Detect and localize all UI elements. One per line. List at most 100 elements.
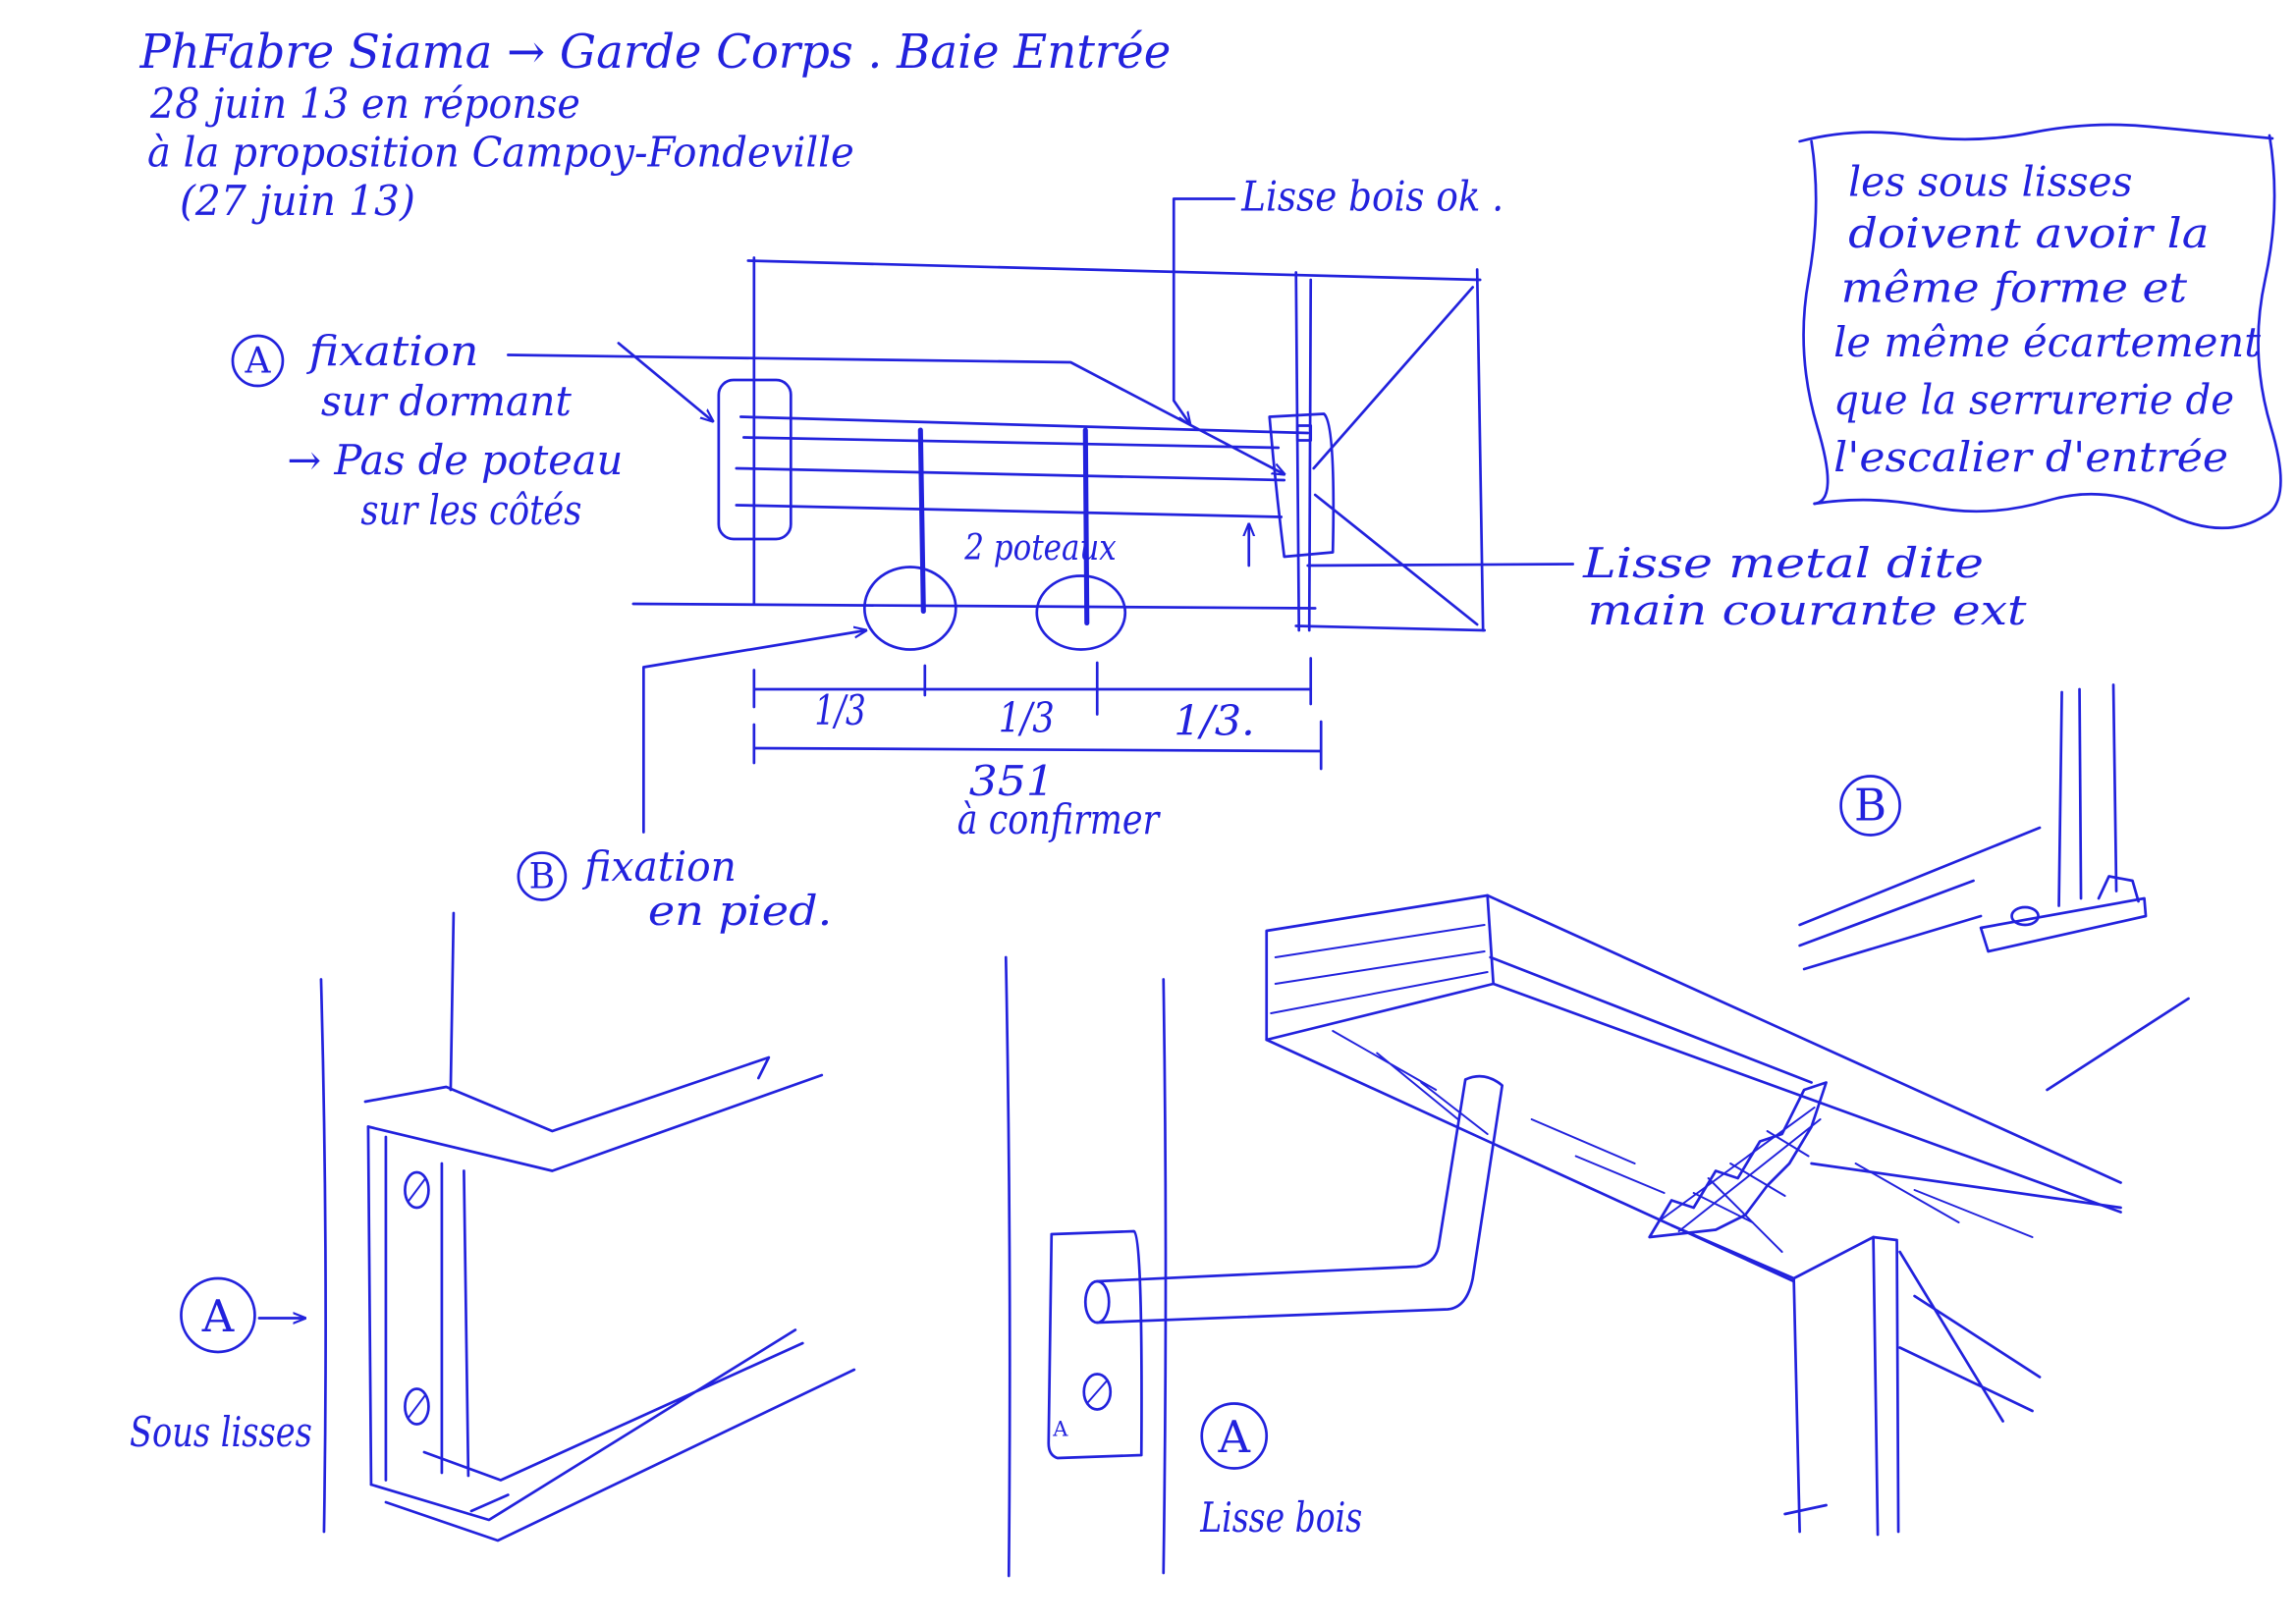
note-line: les sous lisses <box>1848 157 2132 205</box>
fixation-b-label: fixation <box>581 842 736 891</box>
note-box-border-left <box>1802 139 1830 506</box>
rail-end-block <box>1295 424 1313 442</box>
fixation-a-note: sur les côtés <box>360 486 581 534</box>
fixation-plate-left <box>717 378 793 541</box>
screw-slot <box>407 1177 427 1203</box>
sous-lisses-label: Sous lisses <box>130 1408 312 1456</box>
lisse-bois-leader <box>1172 197 1236 425</box>
frame-inner-line <box>1307 278 1313 632</box>
floor-line <box>1798 826 2190 1092</box>
header-title: PhFabre Siama → Garde Corps . Baie Entré… <box>138 25 1171 80</box>
rail-side-edge <box>1489 955 1813 1084</box>
note-line: doivent avoir la <box>1848 209 2209 257</box>
rail-top-edge <box>1486 893 2122 1184</box>
base-bracket <box>2097 875 2140 903</box>
base-plate <box>1979 896 2148 953</box>
dimension-tick <box>752 720 1323 771</box>
post-edge <box>1895 1240 1900 1534</box>
handrail-wood-line <box>738 415 1310 435</box>
post-base-circle <box>1035 574 1127 651</box>
bracket-arm <box>1095 1074 1504 1325</box>
sub-rail-lower <box>369 1328 856 1542</box>
post-edge <box>2057 683 2118 907</box>
dimension-tick <box>752 657 1313 716</box>
header-notes: PhFabre Siama → Garde Corps . Baie Entré… <box>138 25 1171 225</box>
detail-perspective-rail <box>1265 893 2122 1537</box>
fixation-a-arrow <box>617 342 713 422</box>
detail-lisse-bois: A A Lisse bois <box>1004 955 1504 1578</box>
post-edge <box>1872 1235 1880 1537</box>
post-top <box>1669 1223 1898 1280</box>
plate-edge <box>366 1125 470 1487</box>
note-line: même forme et <box>1841 263 2188 311</box>
screw-slot <box>407 1393 427 1420</box>
floor-line-right <box>1294 624 1487 632</box>
fixation-a-label: sur dormant <box>321 377 572 425</box>
lower-rail <box>1898 1250 2042 1423</box>
screw-slot <box>1085 1379 1109 1405</box>
note-line: le même écartement <box>1833 318 2261 366</box>
rail-bracket-hatch <box>1648 1081 1828 1239</box>
marker-a-circle <box>180 1276 256 1354</box>
opening-top-line <box>746 259 1482 282</box>
detail-sous-lisses: A Sous lisses <box>130 911 856 1542</box>
sub-rail-line <box>735 504 1284 518</box>
opening-diagonal <box>1313 493 1479 626</box>
dimension-third-label: 1/3 <box>999 693 1055 741</box>
note-box-border-top <box>1798 123 2274 143</box>
posts-label: 2 poteaux <box>963 528 1116 568</box>
post-edge <box>1792 1276 1801 1534</box>
dimension-overall-line <box>752 746 1323 753</box>
rail-far-edge <box>1810 1162 2122 1210</box>
note-line: l'escalier d'entrée <box>1833 433 2228 481</box>
post-base-circle <box>862 566 957 651</box>
floor-line <box>631 602 1317 610</box>
fixation-a-label: fixation <box>306 327 479 375</box>
marker-b-letter: B <box>529 856 555 896</box>
dimension-third-label: 1/3 <box>814 686 865 734</box>
marker-a-letter: A <box>201 1290 235 1342</box>
lisse-bois-detail-label: Lisse bois <box>1199 1493 1362 1542</box>
note-line: que la serrurerie de <box>1833 375 2234 423</box>
sub-rail-upper <box>363 1055 824 1172</box>
wall-line <box>449 911 456 1092</box>
marker-a-letter: A <box>1217 1411 1250 1463</box>
lisse-metal-label: main courante ext <box>1588 586 2027 634</box>
lisse-metal-label: Lisse metal dite <box>1582 539 1984 587</box>
note-box-border-right <box>2257 134 2282 517</box>
lisse-metal-leader <box>1306 563 1575 568</box>
lisse-bois-label: Lisse bois ok . <box>1240 172 1503 220</box>
wall-line <box>319 978 327 1534</box>
sub-rail-line <box>735 466 1286 482</box>
jamb-line <box>1162 978 1168 1575</box>
dimension-third-label: 1/3. <box>1174 696 1254 744</box>
opening-right-jamb <box>1475 268 1485 632</box>
handrail-wood-line <box>741 436 1281 450</box>
fixation-b-leader <box>642 630 865 834</box>
post-right <box>1082 427 1090 626</box>
anchor-bolt <box>2010 905 2040 927</box>
rail-bracket-hatch <box>1660 1107 1822 1232</box>
detail-fixation-pied: B <box>1798 683 2190 1092</box>
frame-inner-line <box>1294 271 1301 632</box>
fixation-b-label: en pied. <box>648 887 832 935</box>
fixation-plate-right <box>1268 412 1336 559</box>
bracket-plate <box>1047 1229 1143 1460</box>
post-base-tick <box>1783 1503 1828 1516</box>
header-reference: à la proposition Campoy-Fondeville <box>147 128 854 176</box>
jamb-line <box>1004 955 1011 1578</box>
opening-diagonal <box>1312 286 1475 470</box>
screw-icon <box>404 1387 430 1426</box>
dimension-overall-value: 351 <box>969 757 1055 805</box>
marker-b-letter: B <box>1854 779 1886 831</box>
note-box-border-bottom <box>1813 492 2267 530</box>
plate-mark: A <box>1052 1417 1068 1440</box>
rail-end-hatch <box>1270 924 1489 1014</box>
rail-side-edge <box>1492 982 2122 1214</box>
elevation-sketch: Lisse bois ok . A fixation sur dormant →… <box>231 172 2027 935</box>
marker-b-circle <box>517 851 568 901</box>
screw-icon <box>404 1170 430 1210</box>
fixation-a-leader <box>507 353 1284 475</box>
marker-a-circle <box>1200 1402 1269 1470</box>
